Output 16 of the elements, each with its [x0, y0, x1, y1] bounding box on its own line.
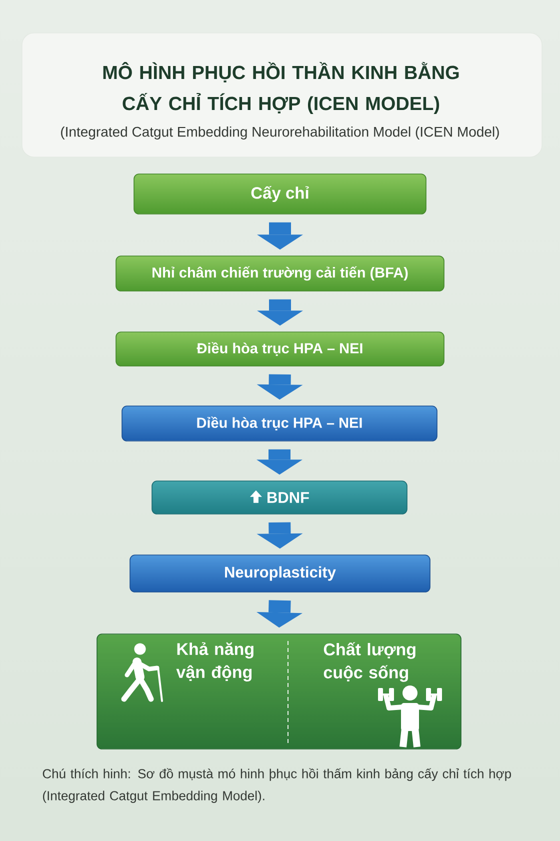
arrow	[256, 374, 303, 400]
process-box: Neuroplasticity	[130, 554, 430, 592]
arrow	[256, 600, 302, 628]
outcome-panel: Khả năng vận động Chất lượng cuộc sống	[96, 634, 462, 750]
process-box: Nhỉ châm chiến trường cải tiến (BFA)	[116, 256, 444, 292]
caption: Chú thích hinh: Sơ đồ mụstà mó hinh þhục hồi thấm kinh bảng cấy chỉ tích hợp (Integrated Catgut Embedding Model).	[42, 768, 511, 803]
title: MÔ HÌNH PHỤC HỒI THẦN KINH BẰNG CẤY CHỈ TÍCH HỢP (ICEN MODEL)	[103, 62, 459, 114]
process-box: Điều hòa trục HPA – NEI	[116, 332, 444, 366]
arrow	[256, 522, 303, 549]
arrow	[257, 222, 303, 250]
process-box: BDNF	[152, 480, 408, 514]
process-box: Cấy chỉ	[134, 174, 426, 214]
process-box: Dỉều hòa trục HPA – NEI	[122, 406, 438, 442]
subtitle: (Integrated Catgut Embedding Neurorehabilitation Model (ICEN Model)	[61, 126, 499, 140]
arrow	[256, 449, 302, 475]
arrow	[257, 299, 303, 326]
